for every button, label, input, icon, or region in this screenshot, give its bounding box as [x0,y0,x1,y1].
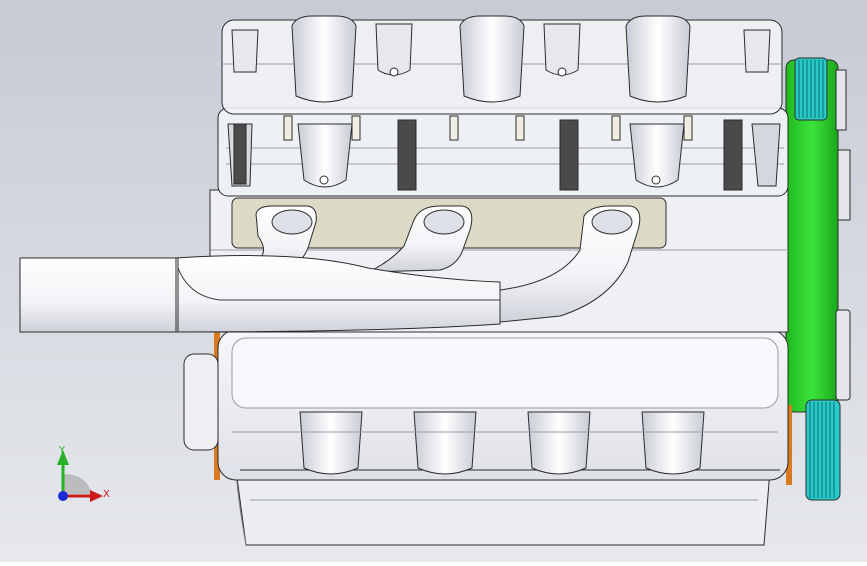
rear-gasket [786,405,792,485]
reference-triad[interactable]: Y X [57,445,110,502]
triad-y-arrow [57,450,69,465]
crankcase-bosses [232,411,778,475]
triad-x-arrow [90,490,103,502]
pulley-hub[interactable] [835,309,851,401]
pulley-assembly[interactable] [785,57,851,501]
oil-pan[interactable] [235,469,771,546]
triad-plane-indicator [64,474,92,494]
valve-stems [283,115,693,141]
exhaust-manifold[interactable] [175,205,641,333]
head-bolts [233,119,743,191]
exhaust-pipe[interactable] [19,257,179,333]
front-seal-housing[interactable] [183,353,219,451]
triad-origin [58,491,68,501]
engine-model[interactable] [19,15,851,546]
triad-x-label: X [103,489,110,500]
intake-ports [231,15,771,185]
triad-y-label: Y [58,445,66,456]
crank-pulley[interactable] [805,399,841,501]
